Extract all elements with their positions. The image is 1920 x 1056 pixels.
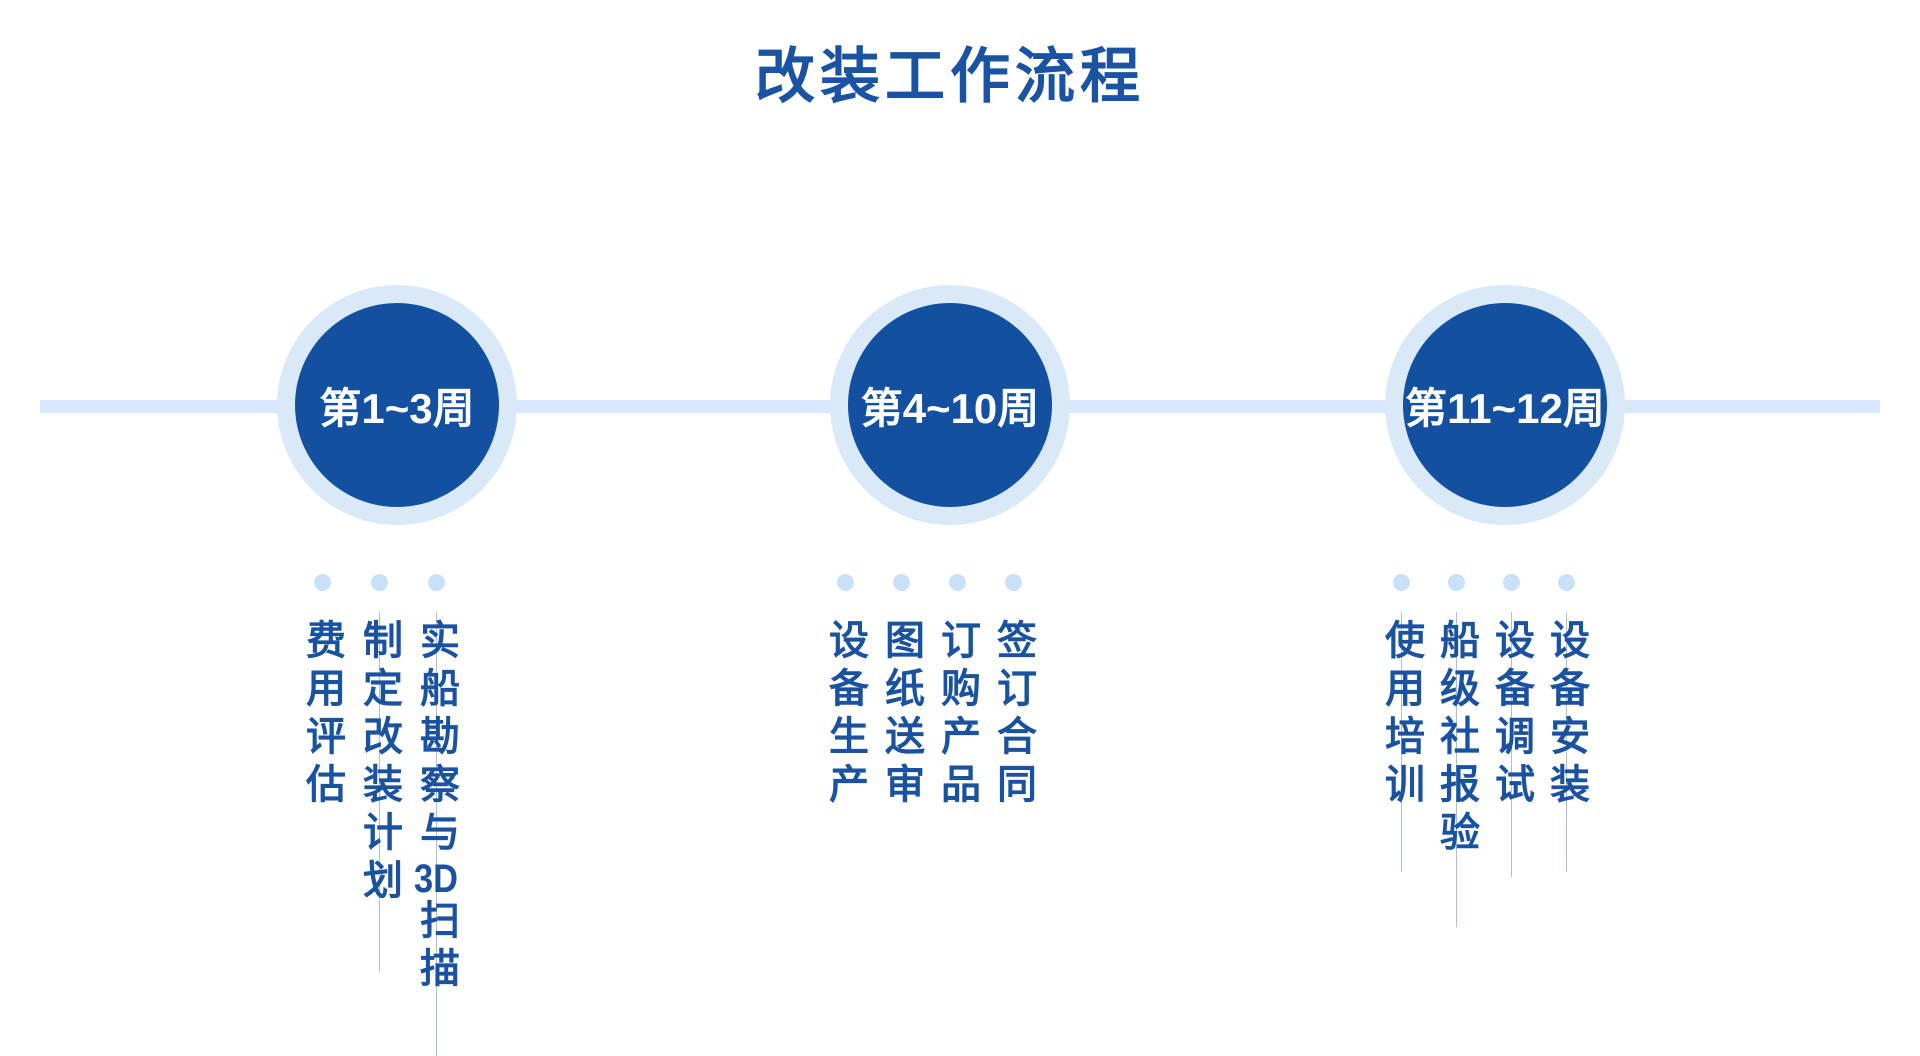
task-label: 船级社报验 — [1434, 619, 1478, 859]
task-column: 设备生产 — [822, 574, 868, 811]
task-label: 实船勘察与3D扫描 — [413, 619, 459, 995]
bullet-dot-icon — [1557, 574, 1575, 591]
milestone-week-1-3: 第1~3周 — [277, 285, 517, 525]
bullet-dot-icon — [1392, 574, 1410, 591]
task-group-week-1-3: 费用评估 制定改装计划 实船勘察与3D扫描 — [299, 574, 459, 1056]
task-label: 制定改装计划 — [357, 619, 401, 907]
bullet-dot-icon — [1502, 574, 1520, 591]
task-label: 设备安装 — [1544, 619, 1588, 811]
milestone-week-4-10: 第4~10周 — [830, 285, 1070, 525]
bullet-dot-icon — [427, 574, 445, 591]
task-label-latin-segment: 3D — [414, 859, 458, 899]
task-label: 使用培训 — [1379, 619, 1423, 811]
task-column: 费用评估 — [299, 574, 345, 995]
task-label-segment: 实船勘察与 — [414, 619, 458, 859]
milestone-circle: 第1~3周 — [295, 303, 499, 507]
task-label: 设备生产 — [823, 619, 867, 811]
task-column: 订购产品 — [934, 574, 980, 811]
task-label: 签订合同 — [991, 619, 1035, 811]
task-label: 订购产品 — [935, 619, 979, 811]
milestone-label: 第11~12周 — [1405, 384, 1605, 432]
task-column: 设备调试 — [1488, 574, 1534, 877]
task-column: 实船勘察与3D扫描 — [413, 574, 459, 1056]
milestone-week-11-12: 第11~12周 — [1385, 285, 1625, 525]
bullet-dot-icon — [836, 574, 854, 591]
task-column: 制定改装计划 — [356, 574, 402, 995]
task-column: 设备安装 — [1543, 574, 1589, 872]
bullet-dot-icon — [948, 574, 966, 591]
task-column: 使用培训 — [1378, 574, 1424, 872]
task-label: 图纸送审 — [879, 619, 923, 811]
page-title: 改装工作流程 — [755, 43, 1145, 110]
milestone-circle: 第4~10周 — [848, 303, 1052, 507]
task-label: 费用评估 — [300, 619, 344, 811]
task-label: 设备调试 — [1489, 619, 1533, 811]
bullet-dot-icon — [370, 574, 388, 591]
bullet-dot-icon — [892, 574, 910, 591]
task-column: 签订合同 — [990, 574, 1036, 811]
milestone-circle: 第11~12周 — [1403, 303, 1607, 507]
task-group-week-11-12: 使用培训 船级社报验 设备调试 设备安装 — [1378, 574, 1589, 927]
bullet-dot-icon — [1447, 574, 1465, 591]
bullet-dot-icon — [1004, 574, 1022, 591]
milestone-label: 第1~3周 — [319, 384, 475, 432]
task-group-week-4-10: 设备生产 图纸送审 订购产品 签订合同 — [822, 574, 1036, 811]
task-label-segment: 扫描 — [414, 899, 458, 995]
task-column: 船级社报验 — [1433, 574, 1479, 927]
milestone-label: 第4~10周 — [860, 384, 1040, 432]
bullet-dot-icon — [313, 574, 331, 591]
task-column: 图纸送审 — [878, 574, 924, 811]
